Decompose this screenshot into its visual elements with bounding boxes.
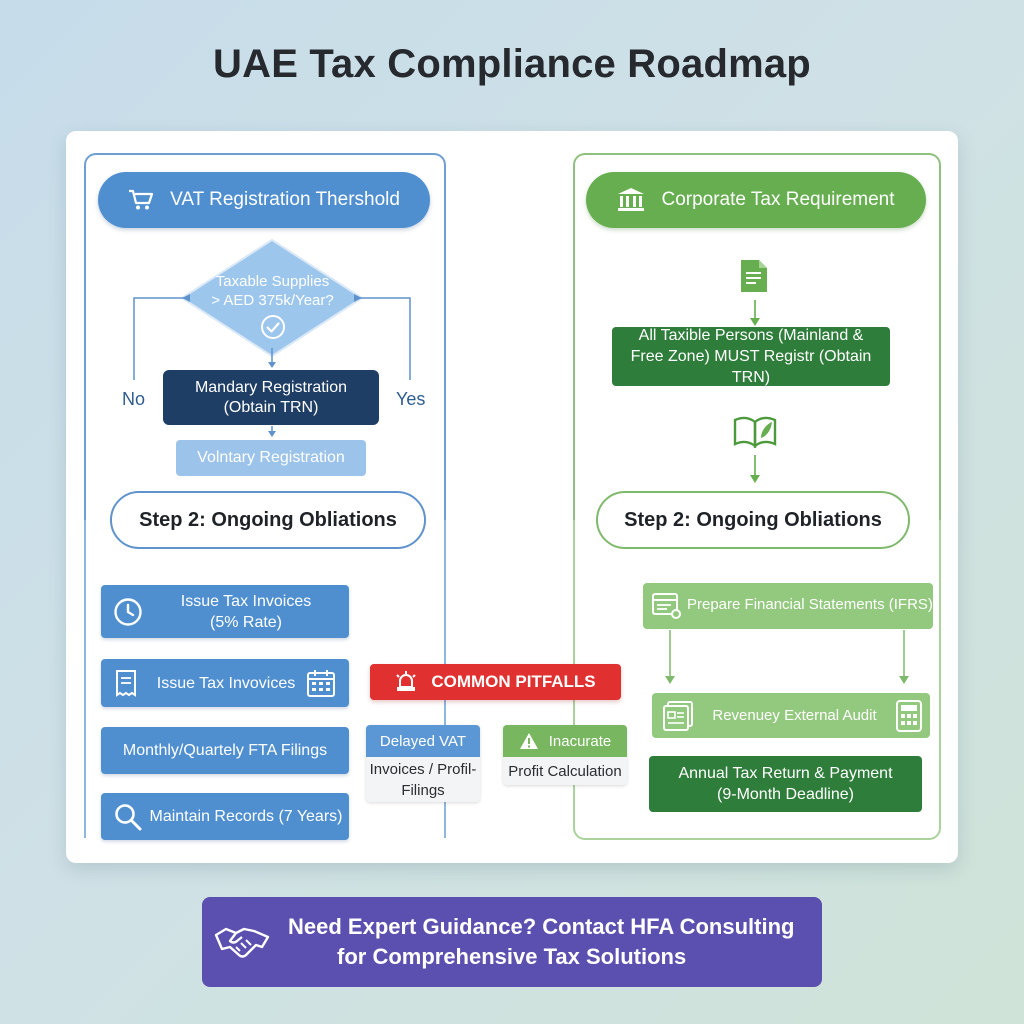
handshake-icon	[214, 925, 272, 961]
book-leaf-icon	[733, 414, 777, 448]
pitfall-2-head: Inacurate	[548, 732, 612, 750]
shopping-cart-icon	[128, 189, 154, 211]
contact-cta-banner[interactable]: Need Expert Guidance? Contact HFA Consul…	[202, 897, 822, 987]
receipt-icon	[115, 669, 137, 697]
calculator-icon	[895, 699, 923, 733]
ct-registration-box: All Taxible Persons (Mainland & Free Zon…	[612, 327, 890, 386]
pitfall-card-delayed-vat: Delayed VAT Invoices / Profil- Filings	[366, 725, 480, 802]
spreadsheet-gear-icon	[651, 591, 683, 621]
warning-icon	[519, 732, 539, 750]
external-audit-label: Revenuey External Audit	[712, 707, 877, 724]
mandatory-registration-box: Mandary Registration (Obtain TRN)	[163, 370, 379, 425]
financial-statements-box: Prepare Financial Statements (IFRS)	[643, 583, 933, 629]
search-icon	[113, 802, 143, 832]
common-pitfalls-banner: COMMON PITFALLS	[370, 664, 621, 700]
vat-flow-graphics	[133, 238, 411, 437]
ct-step2-pill: Step 2: Ongoing Obliations	[596, 491, 910, 549]
vat-header: VAT Registration Thershold	[98, 172, 430, 228]
obligation-1-line1: Issue Tax Invoices	[180, 592, 312, 610]
voluntary-registration-box: Volntary Registration	[176, 440, 366, 476]
vat-header-label: VAT Registration Thershold	[170, 189, 400, 210]
pitfall-1-head: Delayed VAT	[366, 725, 480, 757]
pitfall-2-head-row: Inacurate	[503, 725, 627, 757]
vat-column-frame	[84, 153, 446, 523]
no-label: No	[122, 389, 146, 409]
ct-arrows-3	[665, 630, 909, 684]
decision-line1: Taxable Supplies	[215, 273, 330, 290]
report-icon	[662, 700, 696, 732]
cta-line2: for Comprehensive Tax Solutions	[337, 944, 687, 969]
ct-persons-line1: All Taxible Persons (Mainland &	[638, 327, 864, 344]
obligation-issue-invoices-rate: Issue Tax Invoices (5% Rate)	[101, 585, 349, 638]
decision-line2: > AED 375k/Year?	[211, 292, 334, 309]
obligation-fta-filings: Monthly/Quartely FTA Filings	[101, 727, 349, 774]
ct-arrow-1	[750, 300, 760, 326]
page-title: UAE Tax Compliance Roadmap	[213, 42, 811, 86]
document-icon	[739, 258, 769, 294]
mandatory-line1: Mandary Registration	[194, 378, 348, 396]
check-circle-icon	[195, 314, 350, 340]
vat-step2-pill: Step 2: Ongoing Obliations	[110, 491, 426, 549]
mandatory-line2: (Obtain TRN)	[223, 398, 319, 416]
calendar-icon	[306, 668, 336, 698]
ct-arrow-2	[750, 455, 760, 483]
cta-line1: Need Expert Guidance? Contact HFA Consul…	[288, 914, 795, 939]
annual-tax-return-box: Annual Tax Return & Payment (9-Month Dea…	[649, 756, 922, 812]
bank-building-icon	[617, 187, 645, 213]
obligation-2-label: Issue Tax Invovices	[156, 674, 296, 692]
obligation-issue-invoices: Issue Tax Invovices	[101, 659, 349, 707]
obligation-1-line2: (5% Rate)	[209, 613, 283, 631]
ct-column-frame	[573, 153, 941, 523]
obligation-4-label: Maintain Records (7 Years)	[149, 808, 343, 825]
obligation-maintain-records: Maintain Records (7 Years)	[101, 793, 349, 840]
annual-line2: (9-Month Deadline)	[717, 786, 854, 803]
pitfall-1-line1: Invoices / Profil-	[369, 760, 477, 778]
pitfall-1-line2: Filings	[401, 781, 445, 799]
ct-persons-line2: Free Zone) MUST Registr (Obtain TRN)	[630, 348, 872, 386]
annual-line1: Annual Tax Return & Payment	[678, 765, 893, 782]
external-audit-box: Revenuey External Audit	[652, 693, 930, 738]
decision-text: Taxable Supplies > AED 375k/Year?	[195, 272, 350, 340]
pitfall-2-line1: Profit Calculation	[508, 762, 622, 780]
pitfall-card-inaccurate: Inacurate Profit Calculation	[503, 725, 627, 785]
pitfalls-header-label: COMMON PITFALLS	[431, 672, 596, 691]
siren-icon	[395, 671, 417, 693]
ct-header: Corporate Tax Requirement	[586, 172, 926, 228]
ct-header-label: Corporate Tax Requirement	[661, 189, 895, 210]
financial-statements-label: Prepare Financial Statements (IFRS)	[687, 596, 933, 613]
yes-label: Yes	[396, 389, 426, 409]
clock-icon	[113, 597, 143, 627]
